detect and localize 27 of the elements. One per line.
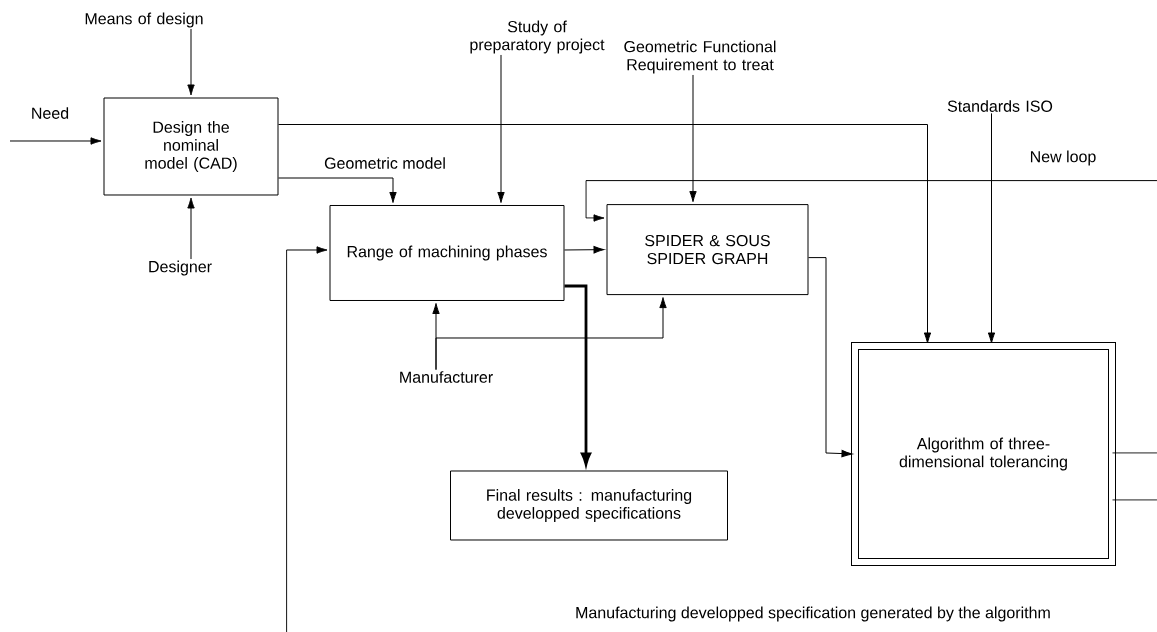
input-label: Designer (149, 260, 212, 276)
process-box: SPIDER & SOUS SPIDER GRAPH (606, 204, 809, 296)
edge-label: New loop (1028, 149, 1098, 167)
arrow (808, 257, 853, 458)
algorithm-box: Algorithm of three-dimensional tolerancing (851, 342, 1116, 566)
arrow (435, 297, 667, 371)
arrow (187, 28, 195, 96)
arrow (689, 74, 697, 203)
arrow (278, 124, 932, 344)
edge-label: Need (29, 106, 71, 120)
process-box: Range of machining phases (329, 205, 565, 301)
arrow (9, 137, 102, 145)
arrow (187, 197, 195, 260)
arrow (585, 180, 1157, 222)
arrow (497, 54, 505, 203)
arrow (278, 177, 397, 203)
arrow (987, 112, 996, 344)
input-label: Means of design (85, 12, 203, 28)
note-text: Manufacturing developped specification generated by the algorithm (576, 606, 1050, 622)
process-box: Design the nominal model (CAD) (103, 97, 279, 196)
input-label: Manufacturer (400, 371, 493, 383)
input-label: Study of preparatory project (470, 20, 605, 54)
input-label: Standards ISO (947, 100, 1053, 112)
input-label: Geometric Functional Requirement to treat (624, 40, 776, 74)
edge-label: Geometric model (323, 156, 447, 170)
result-box: Final results : manufacturing developped specifications (450, 470, 728, 541)
arrow (564, 246, 605, 254)
